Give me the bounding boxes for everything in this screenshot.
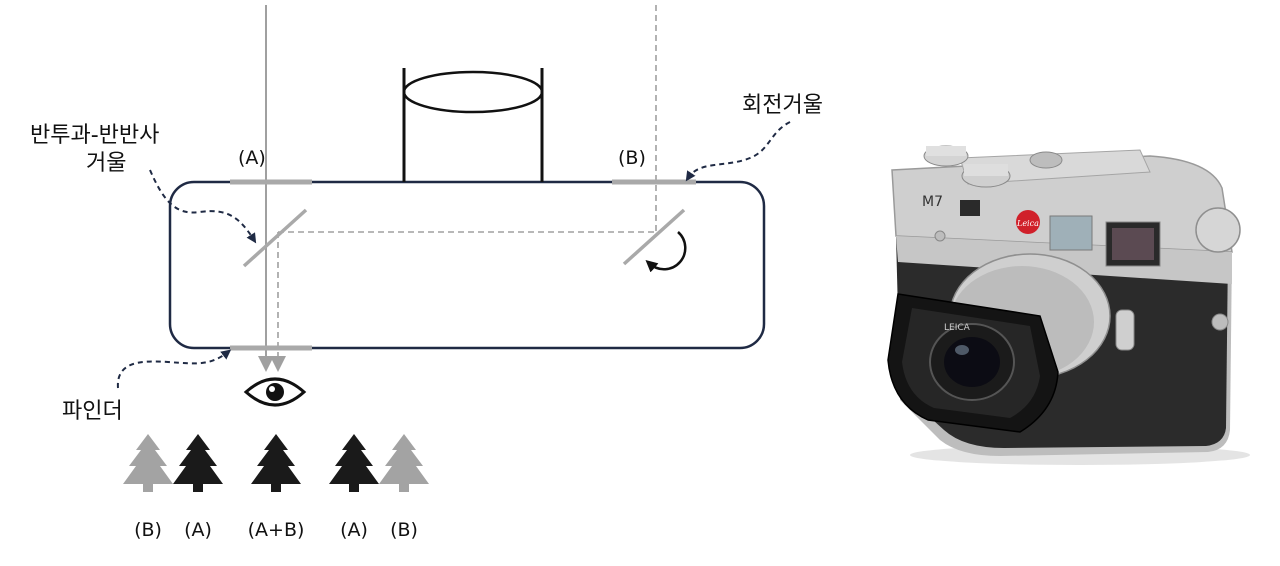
- rotating-mirror: [622, 208, 686, 266]
- window-a-label: (A): [238, 147, 266, 169]
- half-mirror: [242, 208, 308, 268]
- tree-label: (B): [390, 519, 418, 541]
- window-b-label: (B): [618, 147, 646, 169]
- finder-label: 파인더: [62, 399, 123, 424]
- rotation-arrow-icon: [645, 231, 687, 273]
- ray-arrowhead-b: [270, 356, 286, 372]
- tree-icon: [251, 434, 301, 492]
- lens-drawing: [402, 68, 544, 182]
- eye-icon: [243, 377, 307, 407]
- tree-label: (A): [184, 519, 212, 541]
- camera-lens-text: LEICA: [944, 323, 971, 333]
- rotating-mirror-label: 회전거울: [742, 93, 823, 118]
- ray-arrowhead-a: [258, 356, 274, 372]
- camera-body-outline: [168, 180, 766, 350]
- half-mirror-label-line1: 반투과-반반사: [30, 123, 159, 148]
- leica-camera-illustration: Leica M7 LEICA: [887, 145, 1250, 465]
- tree-row: (B) (A) (A+B) (A) (B): [123, 434, 429, 541]
- tree-icon: [329, 434, 379, 492]
- half-mirror-callout: [149, 169, 257, 244]
- tree-label: (A): [340, 519, 368, 541]
- tree-label: (B): [134, 519, 162, 541]
- finder-callout: [116, 349, 232, 389]
- camera-model-text: M7: [922, 194, 943, 210]
- tree-icon: [123, 434, 173, 492]
- svg-text:Leica: Leica: [1016, 219, 1039, 228]
- tree-icon: [173, 434, 223, 492]
- tree-icon: [379, 434, 429, 492]
- half-mirror-label-line2: 거울: [86, 151, 126, 176]
- tree-label: (A+B): [248, 519, 305, 541]
- rotating-mirror-callout: [685, 121, 791, 182]
